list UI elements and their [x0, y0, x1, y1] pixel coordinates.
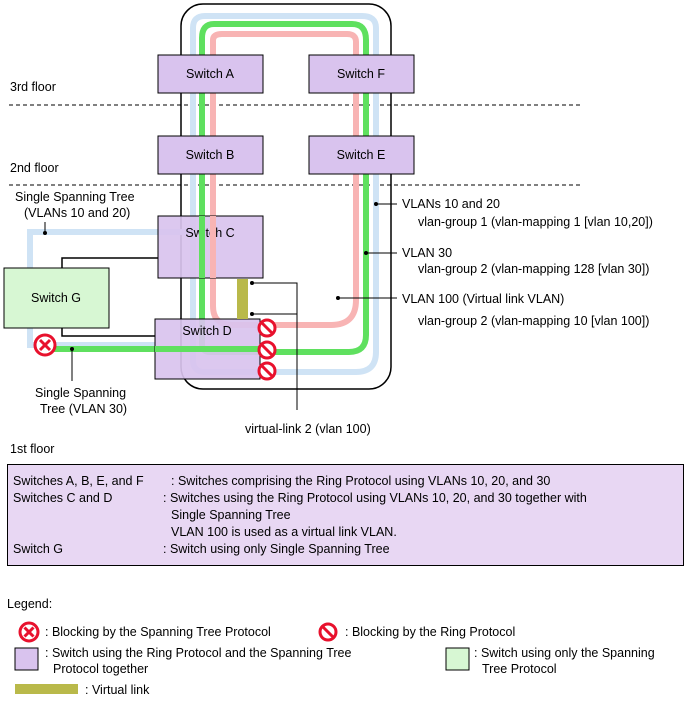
desc-row2-value-2: Single Spanning Tree — [171, 508, 291, 522]
desc-row3-value: : Switch using only Single Spanning Tree — [163, 542, 390, 556]
legend-ring-stp-switch-swatch — [14, 647, 39, 671]
virtual-link-bar — [237, 279, 248, 319]
legend-ring-stp-switch-text-1: : Switch using the Ring Protocol and the… — [45, 646, 352, 660]
switch-b — [157, 135, 264, 175]
switch-d-label: Switch D — [182, 324, 231, 338]
legend-stp-block-icon — [18, 621, 40, 643]
vlan-30-label-line2: vlan-group 2 (vlan-mapping 128 [vlan 30]… — [418, 262, 649, 276]
floor-label-3rd: 3rd floor — [10, 80, 56, 94]
ring-block-icon — [257, 318, 277, 338]
legend-title: Legend: — [7, 597, 53, 611]
sst-top-label-line2: (VLANs 10 and 20) — [24, 206, 130, 220]
desc-row2-key: Switches C and D — [13, 491, 113, 505]
callout-virtual-link — [252, 282, 298, 410]
ring-block-icon — [257, 361, 277, 381]
link-g-to-c — [61, 257, 158, 268]
vlan-10-20-label-line2: vlan-group 1 (vlan-mapping 1 [vlan 10,20… — [418, 215, 653, 229]
vlan-100-label-line2: vlan-group 2 (vlan-mapping 10 [vlan 100]… — [418, 314, 649, 328]
vlan-30-label-line1: VLAN 30 — [402, 246, 452, 260]
desc-row1-key: Switches A, B, E, and F — [13, 474, 144, 488]
switch-a-label: Switch A — [186, 67, 235, 81]
switch-f — [308, 54, 415, 94]
switch-description-box: Switches A, B, E, and F : Switches compr… — [7, 464, 684, 566]
ring-enclosure — [180, 3, 392, 390]
floor-label-1st: 1st floor — [10, 442, 54, 456]
sst-bottom-label-line2: Tree (VLAN 30) — [40, 402, 127, 416]
sst-bottom-label-line1: Single Spanning — [35, 386, 126, 400]
desc-row2-value-1: : Switches using the Ring Protocol using… — [163, 491, 587, 505]
ring-block-icon — [257, 340, 277, 360]
link-g-to-d — [61, 328, 155, 337]
legend-ring-stp-switch-text-2: Protocol together — [53, 662, 149, 676]
legend-virtual-link-swatch — [15, 684, 78, 694]
switch-f-label: Switch F — [337, 67, 385, 81]
virtual-link-label: virtual-link 2 (vlan 100) — [245, 422, 371, 436]
sst-top-label-line1: Single Spanning Tree — [15, 190, 135, 204]
desc-row1-value: : Switches comprising the Ring Protocol … — [171, 474, 551, 488]
switch-g-label: Switch G — [31, 291, 81, 305]
legend-ring-block-text: : Blocking by the Ring Protocol — [345, 625, 516, 639]
desc-row3-key: Switch G — [13, 542, 64, 556]
legend-virtual-link-text: : Virtual link — [85, 683, 150, 697]
switch-e-label: Switch E — [337, 148, 386, 162]
legend-stp-block-text: : Blocking by the Spanning Tree Protocol — [45, 625, 271, 639]
stp-block-icon — [33, 333, 57, 357]
switch-a — [157, 54, 264, 94]
switch-b-label: Switch B — [186, 148, 235, 162]
vlan-100-label-line1: VLAN 100 (Virtual link VLAN) — [402, 292, 564, 306]
legend-stp-only-switch-text-2: Tree Protocol — [482, 662, 557, 676]
legend-stp-only-switch-swatch — [445, 647, 470, 671]
legend-stp-only-switch-text-1: : Switch using only the Spanning — [474, 646, 655, 660]
legend-ring-block-icon — [318, 622, 338, 642]
switch-g — [3, 267, 110, 329]
vlan-10-20-label-line1: VLANs 10 and 20 — [402, 197, 500, 211]
desc-row2-value-3: VLAN 100 is used as a virtual link VLAN. — [171, 525, 397, 539]
switch-e — [308, 135, 415, 175]
floor-label-2nd: 2nd floor — [10, 161, 59, 175]
